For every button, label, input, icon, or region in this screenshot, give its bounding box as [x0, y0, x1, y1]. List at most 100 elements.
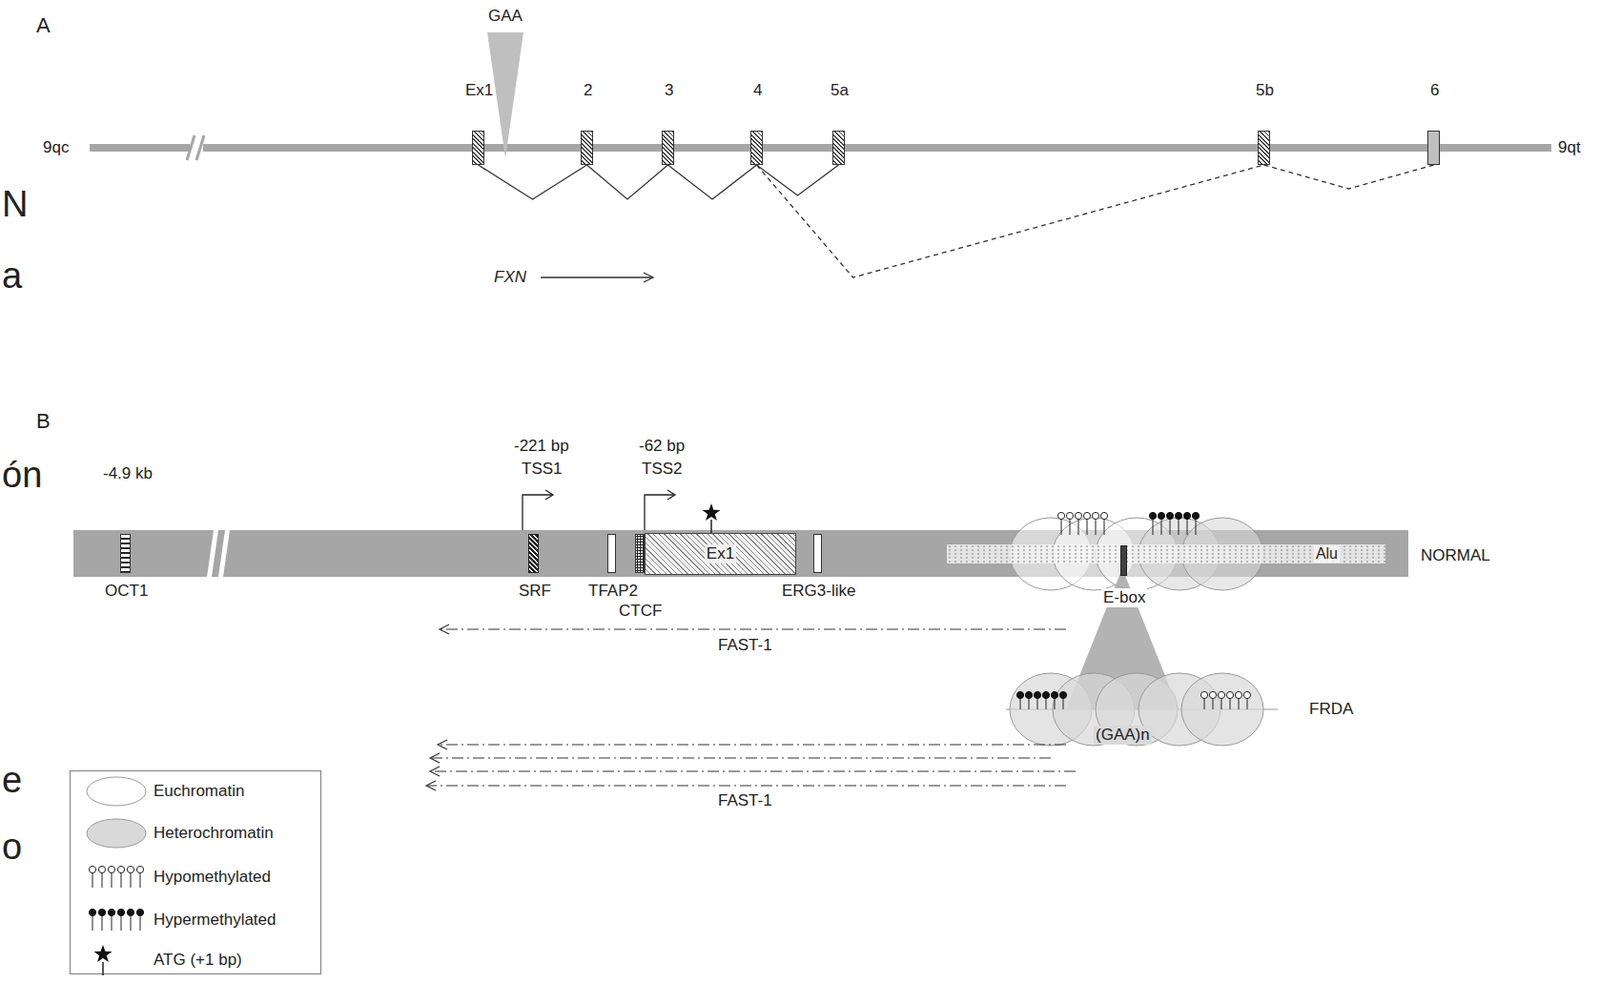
cropped-text: ón — [1, 452, 42, 497]
fast1-transcript — [430, 770, 1076, 772]
splice-line — [757, 164, 1265, 278]
exon-box: 3 — [661, 130, 675, 165]
filled-lollipop — [107, 908, 115, 916]
binding-site: ERG3-like — [813, 533, 822, 574]
atg-star — [94, 944, 113, 963]
panel-letter: B — [36, 409, 51, 434]
repeat-label: GAA — [488, 6, 523, 26]
star-stem — [710, 519, 713, 534]
cropped-text: N — [1, 182, 28, 226]
filled-lollipop — [1183, 512, 1190, 519]
repeat-label: (GAA)n — [1093, 725, 1152, 745]
open-lollipop — [88, 865, 96, 873]
filled-lollipop — [1025, 691, 1032, 698]
filled-lollipop — [126, 908, 134, 916]
exon-box: 5a — [832, 130, 845, 165]
open-lollipop — [1209, 691, 1216, 698]
site-label: 4 — [753, 81, 762, 101]
exon-box: Ex1 — [471, 130, 485, 165]
methylation-stem — [140, 915, 142, 931]
box-label: Ex1 — [704, 544, 737, 564]
methylation-stem — [140, 872, 142, 888]
filled-lollipop — [98, 908, 105, 916]
methylation-stem — [1204, 697, 1248, 710]
arrowhead — [426, 780, 436, 791]
open-lollipop — [1226, 691, 1233, 698]
legend-sample — [82, 816, 151, 851]
site-label: TFAP2 — [588, 581, 638, 601]
tss-label: TSS1 — [521, 459, 563, 479]
arrowhead — [430, 766, 440, 777]
tss-arrow — [644, 494, 676, 531]
arrowhead — [430, 753, 440, 763]
open-lollipop — [107, 865, 115, 873]
star-stem — [102, 962, 104, 976]
open-lollipop — [1243, 691, 1251, 698]
methylation-stem — [121, 872, 123, 888]
methylation-stem — [92, 915, 94, 931]
methylation-stem — [102, 915, 103, 931]
legend-swatch — [86, 777, 146, 806]
exon-box: 6 — [1427, 130, 1440, 165]
hypermethylated-sites — [1148, 512, 1199, 519]
transcript-label: FAST-1 — [717, 635, 773, 656]
filled-lollipop — [1191, 512, 1199, 519]
legend-text: ATG (+1 bp) — [153, 950, 243, 970]
position-label: -4.9 kb — [102, 464, 153, 484]
site-label: CTCF — [618, 601, 662, 621]
site-label: Ex1 — [465, 81, 493, 101]
gene-name: FXN — [493, 267, 527, 288]
site-label: ERG3-like — [781, 581, 856, 601]
position-label: -221 bp — [513, 436, 570, 456]
legend-text: Euchromatin — [153, 781, 245, 801]
exon-box: 5b — [1257, 130, 1271, 165]
gene-direction-arrow — [540, 276, 653, 278]
cropped-text: e — [1, 758, 22, 802]
antisense-transcripts — [426, 624, 1076, 791]
site-label: 2 — [583, 81, 593, 101]
splice-line — [478, 164, 588, 200]
methylation-stem — [111, 872, 113, 888]
filled-lollipop — [1174, 512, 1182, 519]
position-label: -62 bp — [638, 436, 685, 456]
open-lollipop — [1083, 512, 1090, 519]
methylation-stem — [1061, 519, 1105, 535]
open-lollipop — [1234, 691, 1242, 698]
filled-lollipop — [1016, 691, 1024, 698]
open-lollipop — [136, 865, 144, 873]
open-lollipop — [1057, 512, 1065, 519]
binding-site: OCT1 — [120, 533, 131, 574]
cropped-text: o — [1, 824, 22, 869]
exon-box: 2 — [580, 130, 594, 165]
legend-sample — [82, 902, 151, 938]
legend-swatch — [86, 819, 146, 848]
open-lollipop — [1074, 512, 1082, 519]
filled-lollipop — [117, 908, 124, 916]
splice-line — [587, 164, 669, 200]
site-label: E-box — [1101, 588, 1148, 608]
splice-line — [668, 164, 758, 200]
fast1-transcript — [427, 784, 1067, 786]
legend-sample — [82, 860, 151, 895]
hypomethylated-sites — [1200, 691, 1251, 698]
filled-lollipop — [1059, 691, 1067, 698]
break-mark — [205, 523, 220, 584]
alu-element: AluE-box — [946, 544, 1386, 564]
box-label: Alu — [1313, 545, 1340, 563]
heterochromatin-nucleosome — [1181, 673, 1264, 746]
splice-line — [1264, 164, 1435, 189]
methylation-stem — [111, 915, 113, 931]
binding-site: SRF — [528, 533, 539, 574]
exon-box: Ex1 — [644, 533, 797, 575]
arrowhead — [667, 490, 676, 500]
e-box-site: E-box — [1120, 545, 1128, 576]
filled-lollipop — [1166, 512, 1173, 519]
filled-lollipop — [88, 908, 96, 916]
methylation-stem — [130, 915, 132, 931]
legend-text: Hypermethylated — [153, 910, 277, 930]
arrowhead — [439, 624, 450, 635]
fast1-transcript — [440, 628, 1067, 630]
allele-label: FRDA — [1309, 699, 1354, 719]
atg-star — [702, 503, 721, 521]
tss-label: TSS2 — [641, 459, 683, 479]
